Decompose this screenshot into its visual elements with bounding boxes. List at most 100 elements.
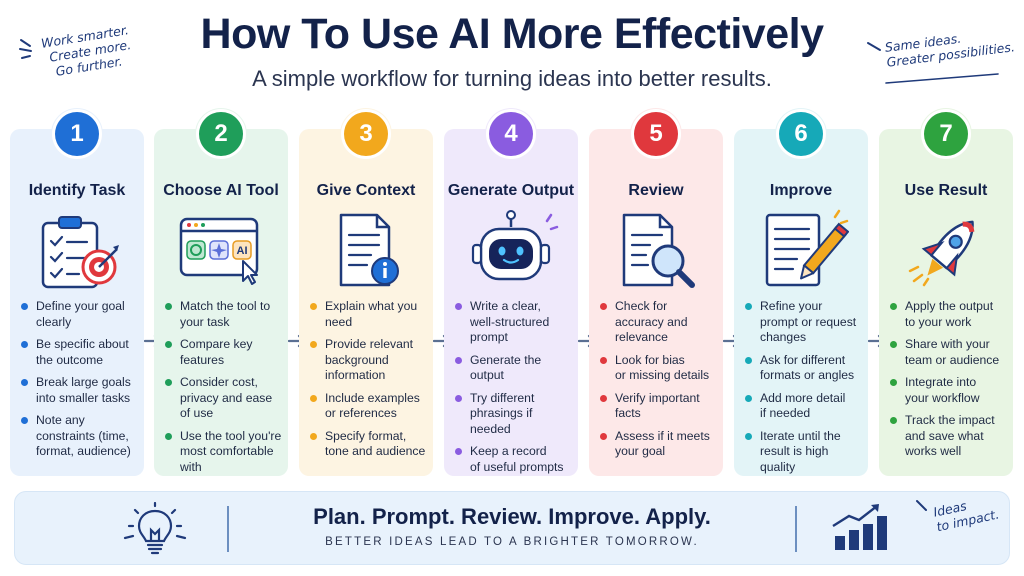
bullet-line: background [325,352,389,367]
bullet-dot [890,341,897,348]
bullet-dot [21,303,28,310]
step-title: Generate Output [447,182,575,199]
page-subtitle: A simple workflow for turning ideas into… [252,66,772,91]
step-number-badge: 2 [199,112,243,156]
underline-icon [885,73,999,84]
bullet-line: of use [180,406,214,420]
bullet-line: team or audience [905,352,1000,367]
bullet-line: Specify format, [325,428,407,443]
bullet-line: Share with your [905,337,990,351]
bullet-dot [745,356,752,364]
bullet-dot [455,394,462,402]
bullet-line: your workflow [905,390,980,405]
bullet-line: Verify important [615,390,700,405]
step-number-badge: 1 [55,112,99,156]
bullet-dot [600,303,607,310]
step-title: Review [628,182,684,199]
bullet-dot [455,356,462,364]
bullet-dot [890,303,897,310]
bullet-dot [165,432,172,440]
bullet-dot [21,417,28,424]
bullet-line: prompt [470,330,508,344]
document-info-icon [299,209,433,291]
bullet-line: accuracy and [615,314,688,329]
bullet-line: or missing details [615,368,710,382]
bullet-line: if needed [760,406,811,420]
bullet-line: Refine your [760,299,823,313]
bullet-line: Break large goals [36,375,131,389]
bullet-dot [21,341,28,348]
rocket-icon [879,209,1013,291]
bullet-line: the outcome [36,352,104,367]
bullet-line: Use the tool you're [180,428,282,443]
bullet-line: Assess if it meets [615,428,710,443]
bullet-dot [600,356,607,364]
lightbulb-icon [123,502,187,555]
bullet-line: Add more detail [760,390,846,405]
bullet-line: result is high [760,444,829,458]
bullet-dot [310,432,317,440]
bullet-dot [165,303,172,310]
bullet-line: constraints (time, [36,428,129,443]
step-title: Use Result [904,182,988,199]
bullet-line: and save what [905,428,984,443]
step-number-badge: 4 [489,112,533,156]
bullet-line: of useful prompts [470,459,564,474]
bullet-line: works well [905,444,962,458]
bullet-line: Consider cost, [180,375,258,389]
page-title: How To Use AI More Effectively [200,10,824,58]
bullet-dot [455,448,462,455]
squiggle-icon [916,500,927,511]
bullet-dot [310,303,317,310]
bullet-line: format, audience) [36,444,131,458]
robot-icon [444,209,578,291]
bullet-line: Provide relevant [325,337,414,351]
bullet-line: relevance [615,330,668,344]
bullet-line: Apply the output [905,299,994,313]
bullet-line: need [325,314,353,329]
bullet-line: Be specific about [36,337,129,351]
bullet-item: Specify format,tone and audience [309,429,427,460]
bullet-dot [745,394,752,402]
growth-chart-icon [832,504,887,550]
bullet-line: formats or angles [760,368,855,382]
bullet-line: with [180,459,202,474]
document-magnifier-icon [589,209,723,291]
checklist-target-icon [10,209,144,291]
bullet-line: information [325,368,386,382]
bullet-line: features [180,352,225,367]
step-title: Improve [769,182,833,199]
bullet-line: tone and audience [325,444,426,458]
step-title: Identify Task [28,182,126,199]
bullet-line: Integrate into [905,375,977,389]
step-card-4: Generate Output Write a clear,well-struc… [444,129,578,476]
step-title: Choose AI Tool [163,182,279,199]
bullet-line: Try different [470,390,535,405]
bullet-line: Include examples [325,390,420,405]
bullet-dot [745,303,752,310]
divider [795,506,797,552]
